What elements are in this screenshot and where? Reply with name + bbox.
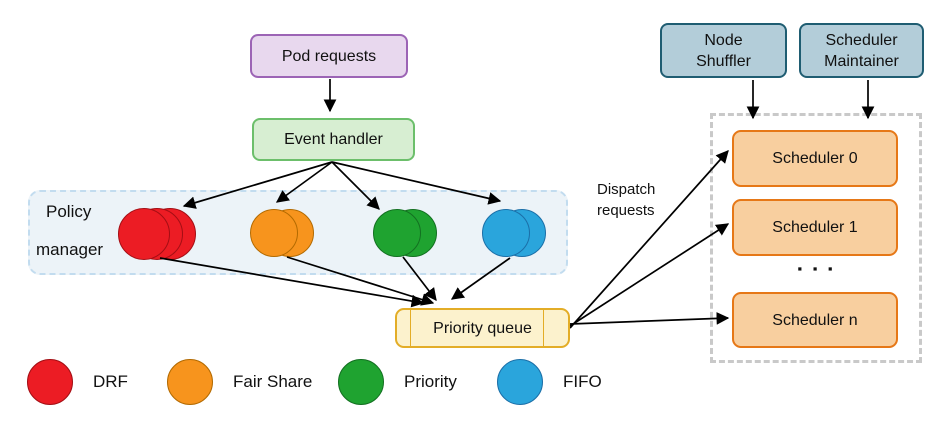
event-handler-node: Event handler <box>252 118 415 161</box>
event-handler-label: Event handler <box>284 131 383 148</box>
fifo-legend-circle <box>497 358 543 405</box>
scheduler-maintainer-label-line2: Maintainer <box>824 52 899 70</box>
queue-right-divider <box>543 310 544 346</box>
dispatch-requests-label: Dispatch requests <box>597 179 655 221</box>
priority-legend-circle <box>338 358 384 405</box>
scheduler-n-node: Scheduler n <box>732 292 898 348</box>
scheduler-0-label: Scheduler 0 <box>772 150 858 167</box>
drf-policy-circle-front <box>118 208 170 260</box>
scheduler-list-ellipsis: ▪ ▪ ▪ <box>797 261 833 276</box>
fifo-legend-label: FIFO <box>563 371 602 391</box>
dispatch-requests-label-line2: requests <box>597 202 655 219</box>
priority-legend-label: Priority <box>404 371 457 391</box>
fair-share-legend-circle <box>167 358 213 405</box>
priority-policy-circle-front <box>373 209 421 257</box>
pod-requests-label: Pod requests <box>281 47 377 65</box>
node-shuffler-label-line1: Node <box>704 31 743 49</box>
scheduler-0-node: Scheduler 0 <box>732 130 898 187</box>
fair-share-legend-label: Fair Share <box>233 371 313 391</box>
legend-item-priority: Priority <box>338 358 457 405</box>
pod-requests-node: Pod requests <box>250 34 408 78</box>
legend-item-drf: DRF <box>27 358 128 405</box>
priority-queue-node: Priority queue <box>395 308 570 348</box>
fair-share-policy-circle-front <box>250 209 298 257</box>
priority-queue-label: Priority queue <box>433 319 532 337</box>
scheduler-n-label: Scheduler n <box>772 311 858 329</box>
node-shuffler-node: Node Shuffler <box>660 23 787 78</box>
scheduler-1-node: Scheduler 1 <box>732 199 898 256</box>
scheduler-maintainer-label-line1: Scheduler <box>825 31 898 49</box>
policy-manager-label-line2: manager <box>36 240 104 259</box>
drf-legend-label: DRF <box>93 371 128 391</box>
fifo-policy-circle-front <box>482 209 530 257</box>
policy-manager-label-line1: Policy <box>46 202 92 221</box>
arrows-queue-to-schedulers <box>569 150 730 329</box>
legend-item-fifo: FIFO <box>497 358 602 405</box>
drf-legend-circle <box>27 358 73 405</box>
legend-item-fair-share: Fair Share <box>167 358 312 405</box>
node-shuffler-label-line2: Shuffler <box>696 52 751 70</box>
dispatch-requests-label-line1: Dispatch <box>597 181 656 198</box>
queue-left-divider <box>410 310 411 346</box>
scheduler-1-label: Scheduler 1 <box>772 219 858 236</box>
scheduler-maintainer-node: Scheduler Maintainer <box>799 23 924 78</box>
